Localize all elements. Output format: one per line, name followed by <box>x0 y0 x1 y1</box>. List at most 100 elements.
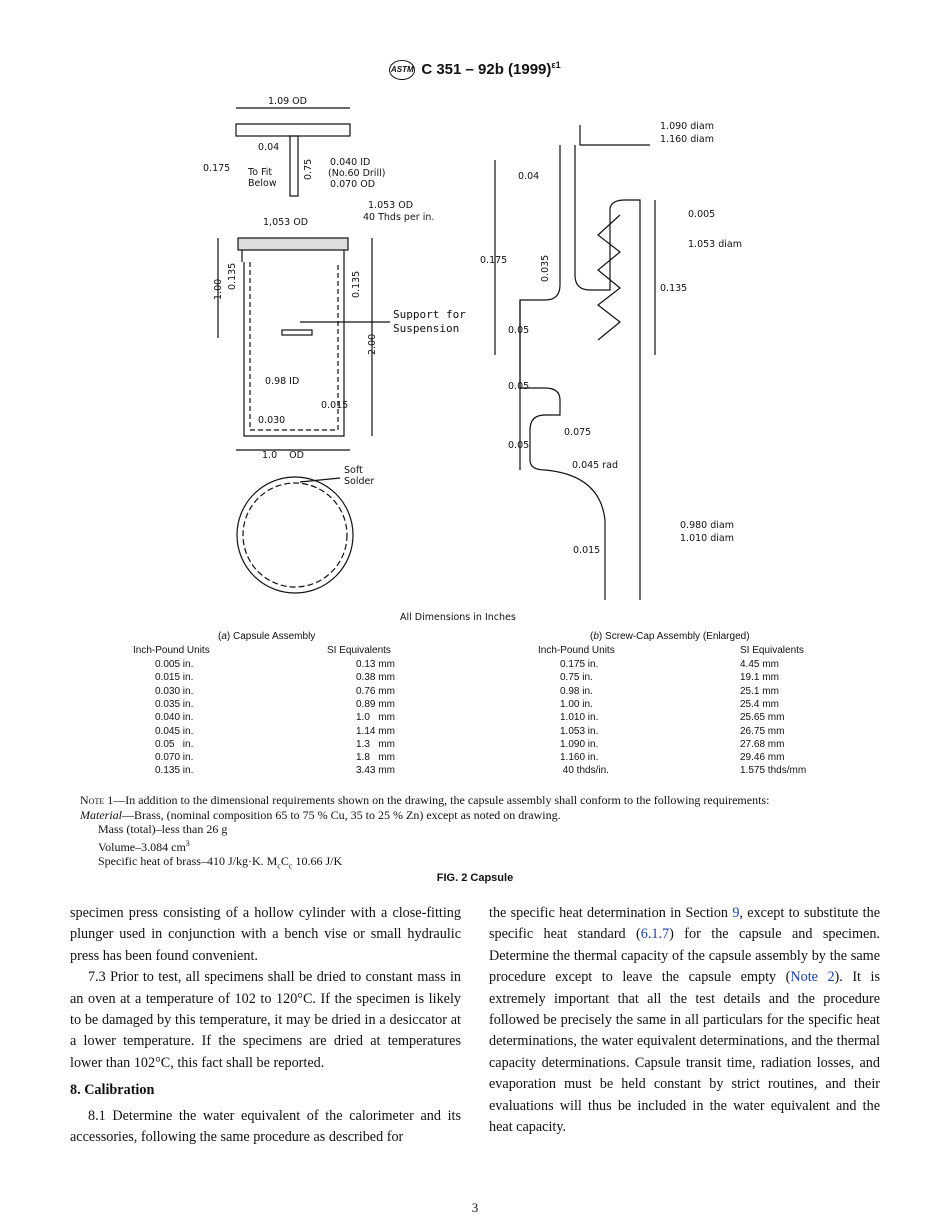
dim-label: 1.053 diam <box>688 239 742 250</box>
dim-label: 0.040 ID <box>330 157 370 168</box>
table-cell: 3.43 mm <box>356 765 395 777</box>
table-cell: 1.3 mm <box>356 738 395 750</box>
table-cell: 27.68 mm <box>740 738 785 750</box>
table-cell: 0.75 in. <box>560 672 593 684</box>
material-text: —Brass, (nominal composition 65 to 75 % … <box>122 807 561 822</box>
paragraph: specimen press consisting of a hollow cy… <box>70 905 461 964</box>
dim-label: 0.175 <box>203 163 230 174</box>
table-cell: 0.040 in. <box>155 712 194 724</box>
dim-label: 1.010 diam <box>680 533 734 544</box>
section-9-link[interactable]: 9 <box>732 905 740 921</box>
dim-label: 0.030 <box>258 415 285 426</box>
dim-label: Soft <box>344 465 363 476</box>
table-cell: 0.76 mm <box>356 685 395 697</box>
paragraph-8-1: 8.1 Determine the water equivalent of th… <box>70 1107 461 1146</box>
note-label: Note <box>80 793 105 807</box>
specific-heat-spec: Specific heat of brass–410 J/kg·K. M <box>98 854 278 868</box>
table-cell: 1.053 in. <box>560 725 599 737</box>
dim-label: 0.045 rad <box>572 460 618 471</box>
plunger-tube <box>289 135 299 197</box>
dim-label: 1,053 OD <box>263 217 308 228</box>
column-header: Inch-Pound Units <box>538 645 615 656</box>
dim-label: Suspension <box>393 322 459 335</box>
dim-label: 0.005 <box>688 209 715 220</box>
table-cell: 0.175 in. <box>560 659 599 670</box>
dim-label: 0.135 <box>660 283 687 294</box>
text: ) for the capsule and specimen. Determin… <box>489 926 880 986</box>
table-cell: 0.98 in. <box>560 685 593 697</box>
column-header: Inch-Pound Units <box>133 645 210 656</box>
column-header: SI Equivalents <box>740 645 804 656</box>
dim-label: 1.090 diam <box>660 121 714 132</box>
screw-cap <box>237 237 349 251</box>
note-text: 1—In addition to the dimensional require… <box>104 793 770 807</box>
symbol: C <box>280 854 289 868</box>
dim-label: 0.135 <box>351 271 362 298</box>
table-cell: 0.89 mm <box>356 698 395 710</box>
column-header: SI Equivalents <box>327 645 391 656</box>
astm-logo: ASTM <box>389 60 416 81</box>
capsule-cross-section <box>236 476 354 594</box>
volume-spec: Volume–3.084 cm <box>98 839 186 854</box>
table-cell: 0.035 in. <box>155 698 194 710</box>
dim-label: 0.980 diam <box>680 520 734 531</box>
capsule-drawing <box>217 107 656 600</box>
dim-label: Below <box>248 178 277 189</box>
dim-label: 2.00 <box>367 334 378 355</box>
page-number: 3 <box>471 1200 479 1215</box>
table-cell: 1.090 in. <box>560 738 599 750</box>
dim-label: To Fit <box>247 167 272 178</box>
dim-label: 0.04 <box>258 142 279 153</box>
table-cell: 25.4 mm <box>740 698 779 710</box>
table-cell: 25.1 mm <box>740 685 779 697</box>
subscript: c <box>288 861 293 871</box>
dim-label: 0.015 <box>573 545 600 556</box>
caption-letter: a <box>221 631 227 642</box>
dim-label: Solder <box>344 476 374 487</box>
table-cell: 19.1 mm <box>740 672 779 684</box>
text: ). It is extremely important that all th… <box>489 969 880 1136</box>
drawing-footer: All Dimensions in Inches <box>400 612 516 623</box>
dim-label: Support for <box>393 308 466 321</box>
dim-label: 0.035 <box>540 255 551 282</box>
note-2-link[interactable]: Note 2 <box>790 969 835 986</box>
dim-label: (No.60 Drill) <box>328 168 385 179</box>
left-column: specimen press consisting of a hollow cy… <box>70 903 461 1148</box>
table-cell: 1.14 mm <box>356 725 395 737</box>
table-cell: 1.160 in. <box>560 752 599 764</box>
mass-spec: Mass (total)–less than 26 g <box>98 822 228 836</box>
caption-letter: b <box>593 631 599 642</box>
dim-label: 0.135 <box>227 263 238 290</box>
dim-label: 40 Thds per in. <box>363 212 434 223</box>
dim-label: 1.0 OD <box>262 450 304 461</box>
dim-label: 0.05 <box>508 440 529 451</box>
table-cell: 0.135 in. <box>155 765 194 777</box>
volume-superscript: 3 <box>185 838 190 848</box>
dim-label: 0.175 <box>480 255 507 266</box>
dim-label: 0.98 ID <box>265 376 299 387</box>
table-cell: 0.015 in. <box>155 672 194 684</box>
table-cell: 29.46 mm <box>740 752 785 764</box>
table-cell: 25.65 mm <box>740 712 785 724</box>
dim-label: 1.09 OD <box>268 96 307 107</box>
table-cell: 0.030 in. <box>155 685 194 697</box>
dim-label: 1.053 OD <box>368 200 413 211</box>
table-cell: 0.005 in. <box>155 659 194 670</box>
specific-heat-value: 10.66 J/K <box>292 854 343 868</box>
designation: C 351 – 92b (1999) <box>421 61 552 78</box>
section-6-1-7-link[interactable]: 6.1.7 <box>640 926 670 943</box>
dim-label: 0.75 <box>303 159 314 180</box>
paragraph-7-3: 7.3 Prior to test, all specimens shall b… <box>70 969 461 1071</box>
table-cell: 4.45 mm <box>740 659 779 670</box>
section-heading-calibration: 8. Calibration <box>70 1082 155 1099</box>
table-cell: 0.045 in. <box>155 725 194 737</box>
material-label: Material <box>80 807 122 822</box>
drawing-labels: 1.09 OD 0.04 0.175 To Fit Below 0.75 0.0… <box>203 96 742 623</box>
right-column: the specific heat determination in Secti… <box>489 903 880 1138</box>
text: the specific heat determination in Secti… <box>489 905 733 921</box>
figure-note: Note 1—In addition to the dimensional re… <box>80 793 880 874</box>
table-cell: 26.75 mm <box>740 725 785 737</box>
dim-label: 0.04 <box>518 171 539 182</box>
